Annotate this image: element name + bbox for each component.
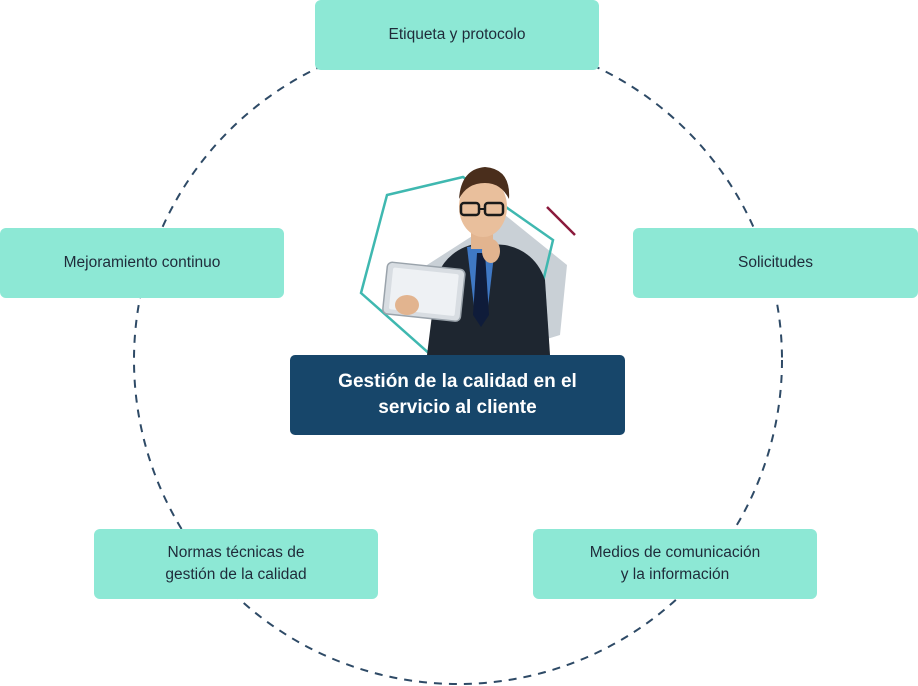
node-medios-comunicacion: Medios de comunicación y la información — [533, 529, 817, 599]
businessman-with-tablet-icon — [359, 167, 576, 365]
node-mejoramiento-continuo: Mejoramiento continuo — [0, 228, 284, 298]
node-normas-tecnicas: Normas técnicas de gestión de la calidad — [94, 529, 378, 599]
node-solicitudes: Solicitudes — [633, 228, 918, 298]
node-etiqueta-protocolo: Etiqueta y protocolo — [315, 0, 599, 70]
center-title: Gestión de la calidad en el servicio al … — [290, 355, 625, 435]
